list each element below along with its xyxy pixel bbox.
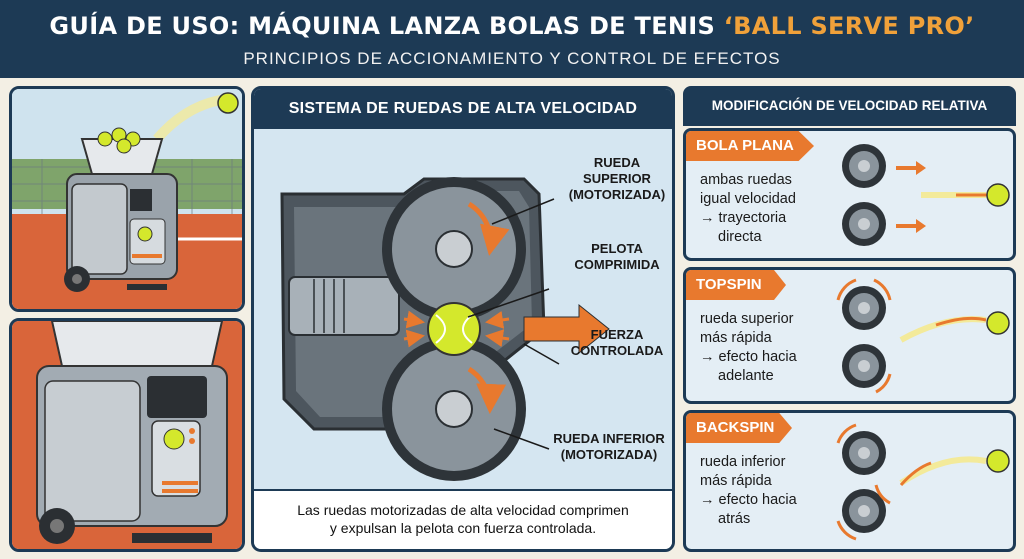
wheel-system-diagram [280,177,610,481]
center-panel-heading: SISTEMA DE RUEDAS DE ALTA VELOCIDAD [254,89,672,129]
machine-illustration-bottom [12,321,242,549]
label-compressed-ball: PELOTA COMPRIMIDA [574,241,660,272]
backspin-tag: BACKSPIN [686,413,792,443]
machine-illustration-top [12,89,242,309]
machine-scene-top [9,86,245,312]
output-force-arrow [523,303,610,355]
label-top-wheel: RUEDA SUPERIOR (MOTORIZADA) [568,155,666,202]
backspin-diagram [836,423,1010,541]
topspin-diagram [836,278,1010,394]
compressed-ball [427,302,481,356]
right-panel-heading: MODIFICACIÓN DE VELOCIDAD RELATIVA [683,86,1016,126]
title-main: GUÍA DE USO: MÁQUINA LANZA BOLAS DE TENI… [49,12,724,40]
page-title: GUÍA DE USO: MÁQUINA LANZA BOLAS DE TENI… [0,12,1024,40]
machine-scene-bottom [9,318,245,552]
flat-ball-diagram [842,144,1010,246]
center-caption: Las ruedas motorizadas de alta velocidad… [254,489,672,549]
backspin-card: BACKSPIN rueda inferior más rápida → efe… [683,410,1016,552]
label-bottom-wheel: RUEDA INFERIOR (MOTORIZADA) [553,431,665,462]
topspin-card: TOPSPIN rueda superior más rápida → efec… [683,267,1016,404]
flat-ball-card: BOLA PLANA ambas ruedas igual velocidad … [683,128,1016,261]
flat-ball-tag: BOLA PLANA [686,131,814,161]
topspin-tag: TOPSPIN [686,270,786,300]
flat-ball-description: ambas ruedas igual velocidad → trayector… [700,172,796,245]
page-subtitle: PRINCIPIOS DE ACCIONAMIENTO Y CONTROL DE… [243,49,781,68]
title-accent: ‘BALL SERVE PRO’ [723,12,975,40]
topspin-description: rueda superior más rápida → efecto hacia… [700,311,797,384]
bottom-wheel [382,337,526,481]
backspin-description: rueda inferior más rápida → efecto hacia… [700,454,797,527]
header-banner: GUÍA DE USO: MÁQUINA LANZA BOLAS DE TENI… [0,0,1024,78]
label-controlled-force: FUERZA CONTROLADA [570,327,664,358]
high-speed-wheel-panel: SISTEMA DE RUEDAS DE ALTA VELOCIDAD [251,86,675,552]
top-wheel [382,177,526,321]
